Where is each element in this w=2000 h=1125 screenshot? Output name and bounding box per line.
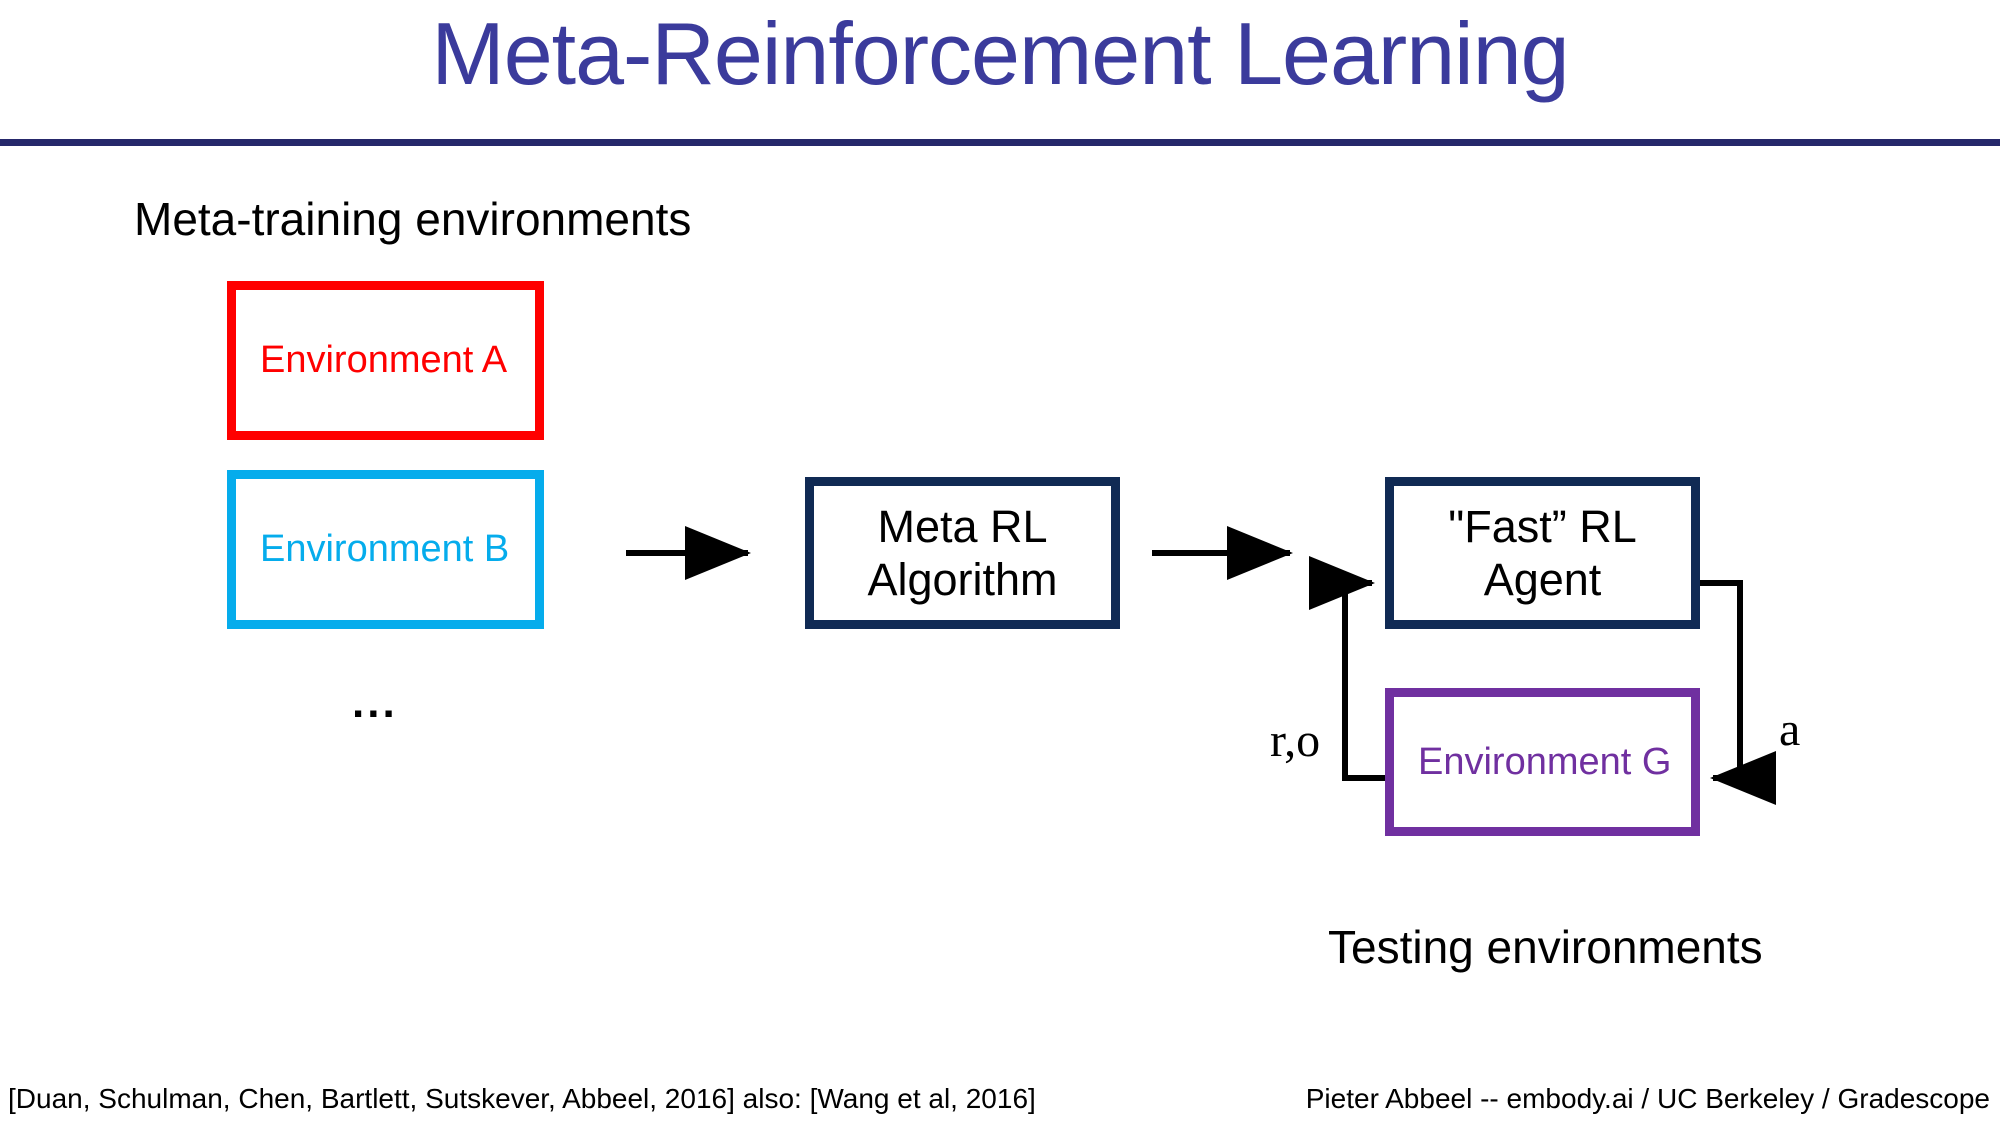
page-title: Meta-Reinforcement Learning	[431, 4, 1569, 103]
footer-citation: [Duan, Schulman, Chen, Bartlett, Sutskev…	[8, 1083, 1036, 1114]
testing-environments-caption: Testing environments	[1328, 921, 1763, 973]
footer-attribution: Pieter Abbeel -- embody.ai / UC Berkeley…	[1305, 1083, 1990, 1114]
box-meta-rl-algorithm[interactable]: Meta RL Algorithm	[805, 477, 1120, 629]
box-environment-b[interactable]: Environment B	[227, 470, 544, 629]
box-fast-rl-agent-label: "Fast” RL Agent	[1448, 500, 1637, 605]
box-environment-b-label: Environment B	[260, 528, 510, 570]
box-meta-rl-algorithm-label: Meta RL Algorithm	[867, 500, 1058, 605]
arrow-envg-to-agent-reward	[1309, 556, 1385, 781]
box-environment-a[interactable]: Environment A	[227, 281, 544, 440]
environments-ellipsis: ...	[352, 678, 398, 727]
arrow-agent-to-envg-action	[1700, 580, 1776, 805]
box-fast-rl-agent[interactable]: "Fast” RL Agent	[1385, 477, 1700, 629]
title-divider	[0, 139, 2000, 146]
box-environment-a-label: Environment A	[260, 339, 508, 381]
meta-training-caption: Meta-training environments	[134, 193, 692, 245]
edge-label-reward-observation: r,o	[1270, 714, 1321, 767]
box-environment-g[interactable]: Environment G	[1385, 688, 1700, 836]
edge-label-action: a	[1779, 703, 1801, 756]
box-environment-g-label: Environment G	[1418, 740, 1672, 783]
